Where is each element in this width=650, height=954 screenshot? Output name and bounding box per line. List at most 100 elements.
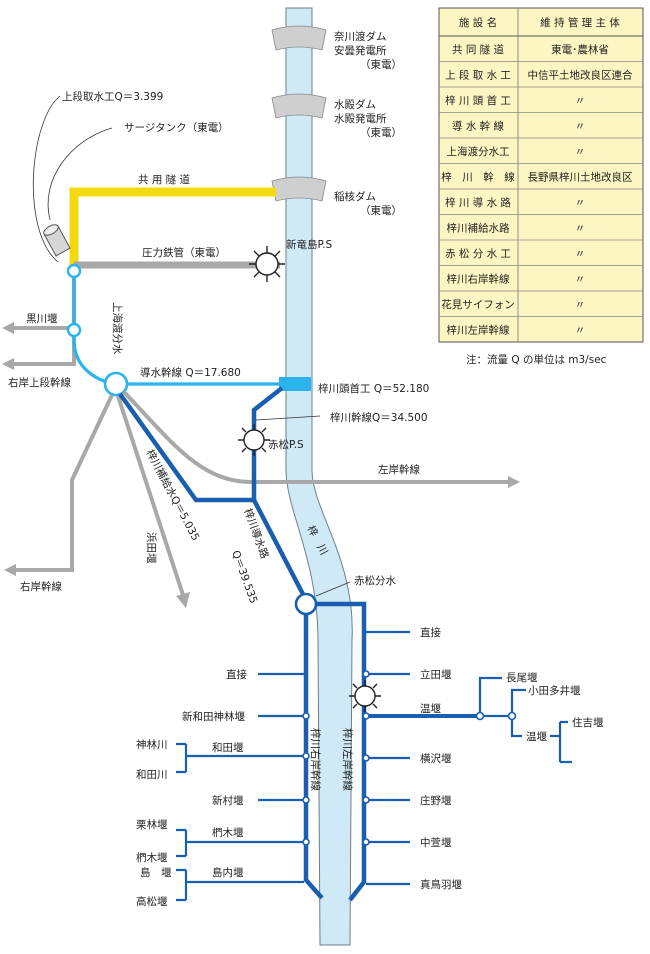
table-cell: 梓 川 導 水 路 <box>445 196 511 209</box>
table-cell: 梓 川 幹 線 <box>441 171 515 184</box>
kamigaido-bunsui-label: 上海渡分水 <box>111 302 124 355</box>
table-cell: 梓川右岸幹線 <box>447 273 510 286</box>
left-main-line <box>122 390 512 484</box>
dam-nagawado <box>271 25 327 51</box>
right-main-line <box>12 394 114 572</box>
azusa-main-leader <box>255 415 321 421</box>
azusa-main-label: 梓川幹線Q＝34.500 <box>330 411 428 424</box>
svg-text:浜田堰: 浜田堰 <box>145 532 157 564</box>
table-cell: 共 同 隧 道 <box>452 43 505 56</box>
dam-label-1-line2: 安曇発電所 <box>334 44 387 57</box>
lb-yokozawa-label: 横沢堰 <box>420 752 452 765</box>
rb-kunugi-sub-label: 椚木堰 <box>136 851 168 864</box>
dam-label-1-line1: 奈川渡ダム <box>334 30 387 43</box>
shin-ryujima-ps-icon <box>249 246 285 282</box>
conduit-label: 梓川導水路 <box>241 507 271 561</box>
headworks-label: 梓川頭首工 Q＝52.180 <box>318 382 429 395</box>
table-cell: 〃 <box>575 299 586 311</box>
surge-tank-leader <box>47 127 113 221</box>
dam-label-2-line3: （東電） <box>360 126 402 139</box>
table-cell: 東電･農林省 <box>551 43 609 56</box>
table-cell: 梓川補給水路 <box>447 222 510 235</box>
kamigaido-bunsui-node <box>103 371 129 397</box>
facility-table: 施 設 名 維 持 管 理 主 体 共 同 隧 道 東電･農林省 上 段 取 水… <box>438 7 644 343</box>
supply-canal-line <box>118 392 254 503</box>
junction-node <box>66 322 82 338</box>
table-cell: 中信平土地改良区連合 <box>528 69 633 82</box>
table-cell: 〃 <box>575 121 586 133</box>
kurokawa-label: 黒川堰 <box>26 313 58 325</box>
junction-node <box>66 263 82 279</box>
table-cell: 〃 <box>575 325 586 337</box>
left-bank-ps-icon <box>349 680 381 712</box>
lb-shono-label: 庄野堰 <box>420 794 452 807</box>
dam-label-2-line2: 水殿発電所 <box>334 112 387 125</box>
lb-sumiyoshi-label: 住吉堰 <box>572 716 604 729</box>
shin-ryujima-label: 新竜島P.S <box>286 238 333 251</box>
right-bank-branches <box>176 672 304 902</box>
akamatsu-bunsui-label: 赤松分水 <box>354 574 396 587</box>
left-bank-main-line <box>316 601 367 902</box>
left-bank-branches <box>366 630 572 886</box>
table-cell: 〃 <box>575 95 586 107</box>
dam-midono <box>271 93 327 119</box>
conduit-q-label: Q＝39.535 <box>229 549 259 605</box>
table-cell: 導 水 幹 線 <box>452 120 505 133</box>
rb-kanbayashi-label: 神林川 <box>136 738 168 751</box>
akamatsu-ps-label: 赤松P.S <box>268 438 304 451</box>
lb-otai-label: 小田多井堰 <box>528 684 581 697</box>
dam-label-2-line1: 水殿ダム <box>334 98 376 111</box>
right-bank-main-line <box>303 614 324 900</box>
rb-shimauchi-label: 島内堰 <box>212 866 244 879</box>
rb-kunugi-label: 椚木堰 <box>212 826 244 839</box>
headworks-box <box>279 377 311 391</box>
hamada-line <box>116 395 186 599</box>
svg-text:上海渡分水: 上海渡分水 <box>111 302 124 355</box>
left-main-arrow <box>508 476 520 488</box>
rb-shima-label: 島 堰 <box>140 866 172 879</box>
rb-wadagawa-label: 和田川 <box>136 769 168 781</box>
penstock-label: 圧力鉄管（東電） <box>142 246 226 259</box>
right-main-arrow <box>4 564 16 576</box>
right-main-label: 右岸幹線 <box>20 580 62 593</box>
table-cell: 上海渡分水工 <box>447 145 510 158</box>
rb-shinwada-label: 新和田神林堰 <box>182 710 245 723</box>
rb-takamatsu-label: 高松堰 <box>136 895 168 908</box>
right-upper-main-label: 右岸上段幹線 <box>8 376 71 389</box>
lb-nukuzeki-label: 温堰 <box>420 703 441 715</box>
lb-nakagaya-label: 中萱堰 <box>420 836 452 849</box>
table-cell: 赤 松 分 水 工 <box>445 247 511 260</box>
rb-wada-weir-label: 和田堰 <box>212 742 244 754</box>
dam-label-1-line3: （東電） <box>360 58 402 71</box>
table-cell: 〃 <box>575 197 586 209</box>
surge-tank-label: サージタンク（東電） <box>124 121 229 134</box>
table-note: 注：流量 Q の単位は m3/sec <box>466 353 607 366</box>
akamatsu-bunsui-node <box>294 592 318 616</box>
kurokawa-arrow <box>2 322 14 334</box>
table-cell: 梓 川 頭 首 工 <box>445 94 511 107</box>
right-bank-main-label: 梓川右岸幹線 <box>309 728 322 791</box>
akamatsu-bunsui-leader <box>315 581 351 597</box>
upper-intake-label: 上段取水工Q＝3.399 <box>62 90 163 103</box>
table-cell: 〃 <box>575 248 586 260</box>
lb-nuku-sub-label: 温堰 <box>526 731 547 743</box>
svg-text:梓川左岸幹線: 梓川左岸幹線 <box>341 728 354 791</box>
table-cell: 〃 <box>575 146 586 158</box>
svg-text:梓川導水路: 梓川導水路 <box>241 507 271 561</box>
hamada-arrow <box>176 592 190 608</box>
dam-label-3-line2: （東電） <box>360 204 402 217</box>
dam-label-3-line1: 稲核ダム <box>334 190 376 203</box>
joint-tunnel-line <box>69 187 276 270</box>
lb-choku-label: 直接 <box>420 626 441 639</box>
rb-choku-label: 直接 <box>226 668 247 681</box>
dam-inekoki <box>271 176 327 202</box>
rb-shinmura-label: 新村堰 <box>212 794 244 807</box>
right-bank-nodes <box>302 712 310 846</box>
table-cell: 上 段 取 水 工 <box>445 69 511 82</box>
azusa-river <box>285 7 353 946</box>
rb-kuribayashi-label: 栗林堰 <box>136 818 168 831</box>
lb-nagao-label: 長尾堰 <box>506 672 538 684</box>
lb-matoba-label: 真鳥羽堰 <box>420 878 462 891</box>
lb-tateda-label: 立田堰 <box>420 668 452 681</box>
